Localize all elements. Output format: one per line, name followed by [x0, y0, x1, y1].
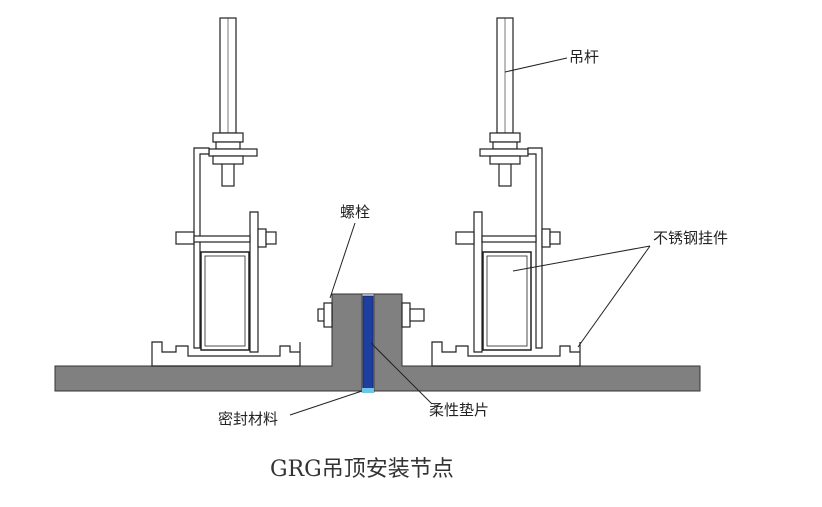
left-hanger-assembly	[151, 17, 301, 367]
stainless-hanger-label: 不锈钢挂件	[653, 229, 728, 247]
right-base-channel	[431, 341, 581, 367]
flexible-gasket-label: 柔性垫片	[429, 401, 489, 419]
bolt-label: 螺栓	[340, 203, 370, 221]
leader-lines	[289, 57, 651, 416]
left-base-channel	[151, 341, 301, 367]
sealing-material	[362, 388, 374, 393]
diagram-title: GRG吊顶安装节点	[270, 457, 454, 482]
grg-panel	[54, 293, 701, 393]
sealing-material-label: 密封材料	[218, 410, 278, 428]
right-stainless-hanger	[527, 147, 543, 349]
right-hanger-assembly	[431, 17, 581, 367]
hanger-rod-label: 吊杆	[569, 48, 599, 66]
left-stainless-hanger	[193, 147, 210, 349]
center-bolt	[317, 302, 425, 328]
grg-panel-body	[54, 293, 701, 392]
